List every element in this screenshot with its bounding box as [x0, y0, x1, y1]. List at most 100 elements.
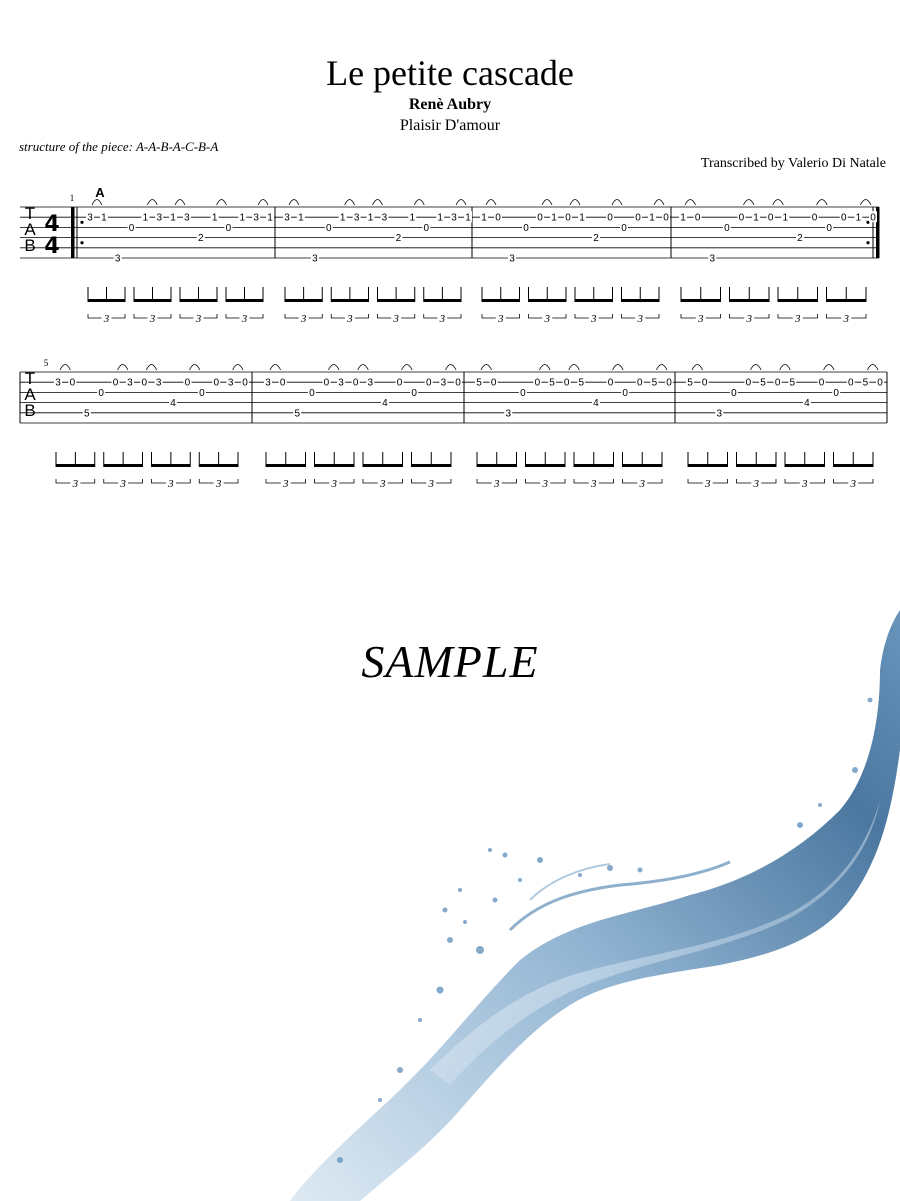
- fret-number-mask: [533, 376, 542, 388]
- rhythm-beam: [688, 464, 728, 467]
- slur-arc: [867, 364, 879, 371]
- tuplet-number: 3: [697, 313, 704, 325]
- fret-number: 0: [768, 213, 774, 224]
- fret-number-mask: [548, 376, 557, 388]
- tuplet-bracket: [621, 314, 660, 319]
- fret-number-mask: [210, 211, 219, 223]
- fret-number: 3: [338, 378, 344, 389]
- fret-number: 3: [184, 213, 190, 224]
- tuplet-number: 3: [794, 313, 801, 325]
- tuplet-number: 3: [590, 313, 597, 325]
- fret-number: 2: [396, 233, 402, 244]
- rhythm-beam: [363, 464, 403, 467]
- slur-arc: [772, 199, 784, 206]
- fret-number-mask: [846, 376, 855, 388]
- rhythm-beam: [729, 299, 769, 302]
- tuplet-bracket: [687, 479, 728, 484]
- tuplet-bracket: [411, 479, 452, 484]
- rhythm-beam: [681, 299, 721, 302]
- rhythm-beam: [377, 299, 415, 302]
- fret-number: 1: [267, 213, 273, 224]
- fret-number-mask: [322, 376, 331, 388]
- fret-number: 0: [877, 378, 883, 389]
- fret-number-mask: [869, 211, 877, 223]
- repeat-dot: [866, 241, 870, 245]
- fret-number: 3: [441, 378, 447, 389]
- fret-number-mask: [839, 211, 848, 223]
- fret-number: 0: [666, 378, 672, 389]
- fret-number-mask: [564, 211, 572, 223]
- fret-number: 0: [98, 388, 104, 399]
- fret-number: 3: [505, 408, 511, 419]
- fret-number-mask: [876, 376, 884, 388]
- tuplet-number: 3: [241, 313, 248, 325]
- slur-arc: [611, 199, 623, 206]
- tuplet-number: 3: [753, 478, 760, 490]
- slur-arc: [117, 364, 129, 371]
- tuplet-bracket: [377, 314, 416, 319]
- fret-number-mask: [802, 396, 811, 408]
- slur-arc: [445, 364, 457, 371]
- fret-number-mask: [394, 231, 403, 243]
- fret-number-mask: [182, 211, 191, 223]
- rhythm-beam: [314, 464, 354, 467]
- fret-number-mask: [154, 376, 163, 388]
- fret-number: 1: [298, 213, 304, 224]
- fret-number: 3: [265, 378, 271, 389]
- tuplet-bracket: [265, 479, 306, 484]
- tuplet-bracket: [573, 479, 614, 484]
- tuplet-number: 3: [704, 478, 711, 490]
- fret-number-mask: [729, 386, 738, 398]
- rhythm-beam: [331, 299, 369, 302]
- water-splash-image: [290, 610, 900, 1201]
- tuplet-number: 3: [103, 313, 110, 325]
- slur-arc: [480, 364, 492, 371]
- rhythm-beam: [621, 299, 659, 302]
- tuplet-number: 3: [746, 313, 753, 325]
- fret-number: 0: [848, 378, 854, 389]
- fret-number-mask: [489, 376, 498, 388]
- tuplet-bracket: [525, 479, 566, 484]
- fret-number: 5: [652, 378, 658, 389]
- tuplet-bracket: [103, 479, 143, 484]
- fret-number: 0: [621, 223, 627, 234]
- fret-number: 0: [411, 388, 417, 399]
- slur-arc: [860, 199, 872, 206]
- fret-number-mask: [592, 231, 600, 243]
- fret-number: 0: [565, 213, 571, 224]
- rhythm-beam: [103, 464, 143, 467]
- fret-number: 5: [760, 378, 766, 389]
- fret-number-mask: [127, 221, 136, 233]
- tuplet-bracket: [528, 314, 567, 319]
- piece-structure-note: structure of the piece: A-A-B-A-C-B-A: [19, 139, 219, 154]
- fret-number: 1: [340, 213, 346, 224]
- fret-number-mask: [759, 376, 768, 388]
- fret-number: 0: [113, 378, 119, 389]
- fret-number: 0: [702, 378, 708, 389]
- fret-number-mask: [296, 211, 305, 223]
- slur-arc: [91, 199, 103, 206]
- subtitle: Plaisir D'amour: [399, 117, 501, 134]
- start-repeat-thick-bar: [71, 207, 75, 258]
- fret-number-mask: [480, 211, 488, 223]
- fret-number-mask: [283, 211, 291, 223]
- tuplet-bracket: [833, 479, 874, 484]
- tuplet-bracket: [179, 314, 218, 319]
- composer-name: Renè Aubry: [408, 96, 492, 113]
- rhythm-beam: [423, 299, 461, 302]
- fret-number: 3: [382, 213, 388, 224]
- rhythm-beam: [826, 299, 866, 302]
- fret-number-mask: [700, 376, 709, 388]
- tuplet-bracket: [87, 314, 126, 319]
- fret-number: 0: [129, 223, 135, 234]
- fret-number: 1: [465, 213, 471, 224]
- fret-number: 1: [481, 213, 487, 224]
- fret-number-mask: [773, 376, 782, 388]
- fret-number: 5: [790, 378, 796, 389]
- fret-number-mask: [252, 211, 261, 223]
- time-signature-top: 4: [44, 212, 59, 237]
- fret-number: 0: [142, 378, 148, 389]
- fret-number: 3: [709, 254, 715, 265]
- slur-arc: [328, 364, 340, 371]
